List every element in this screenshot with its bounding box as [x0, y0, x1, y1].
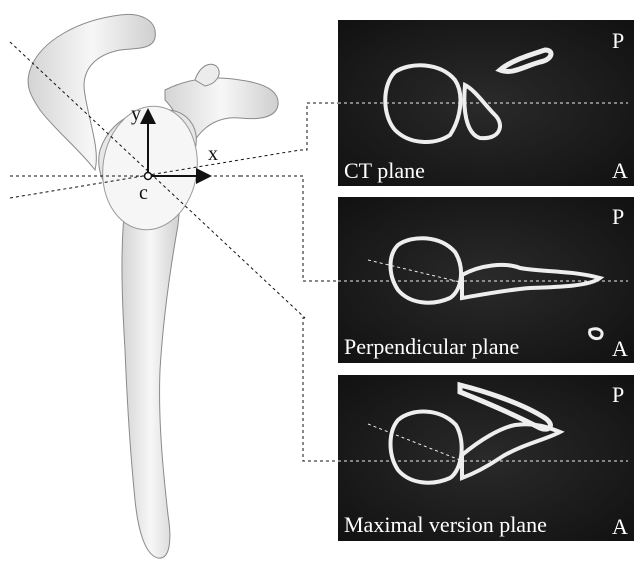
y-axis-label: y: [131, 103, 141, 125]
ct-panel-3-caption: Maximal version plane: [344, 512, 547, 537]
x-axis-label: x: [208, 143, 218, 165]
ct-panel-3-top-marker: P: [612, 382, 624, 407]
lateral-border: [122, 205, 180, 558]
connector-ct: [300, 103, 338, 150]
ct-panel-1-caption: CT plane: [344, 158, 425, 183]
center-label: c: [139, 182, 148, 204]
connector-maximal: [303, 318, 338, 461]
ct-panel-1-top-marker: P: [612, 28, 624, 53]
ct-panel-2-caption: Perpendicular plane: [344, 334, 519, 359]
ct-panel-2-bottom-marker: A: [612, 336, 628, 361]
center-point: [145, 173, 152, 180]
connector-perpendicular: [240, 176, 338, 281]
ct-panel-2: P Perpendicular plane A: [338, 197, 634, 363]
ct-panel-3-bottom-marker: A: [612, 514, 628, 539]
ct-panel-1-bottom-marker: A: [612, 158, 628, 183]
ct-panel-2-top-marker: P: [612, 204, 624, 229]
ct-panel-3: P Maximal version plane A: [338, 375, 634, 541]
panel-connectors: [240, 103, 338, 461]
ct-panel-1: P CT plane A: [338, 20, 634, 186]
scapula-model: [28, 14, 278, 558]
